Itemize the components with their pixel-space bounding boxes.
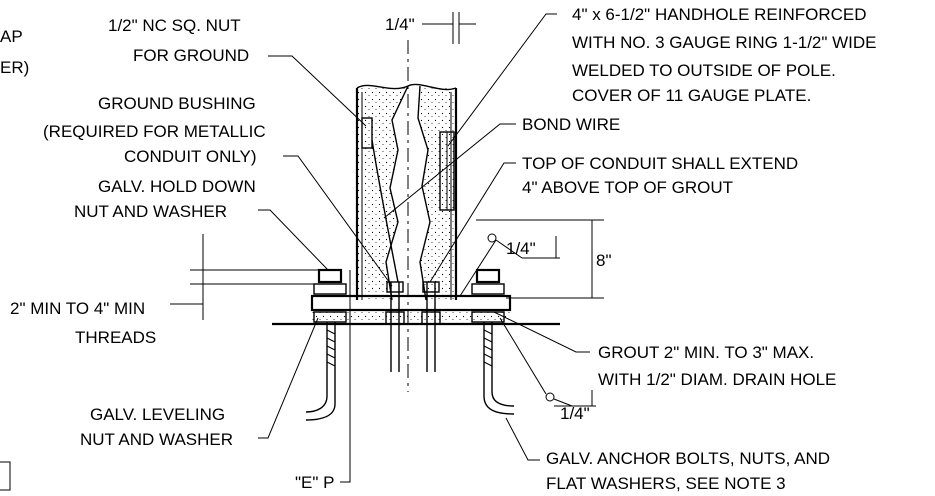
- hold-down-label-1: GALV. HOLD DOWN: [98, 177, 256, 196]
- cut-label-top-left-1: AP: [0, 27, 23, 46]
- ground-square-nut: [361, 117, 373, 149]
- hold-down-label-2: NUT AND WASHER: [74, 202, 227, 221]
- eight-inch-label: 8": [596, 251, 612, 270]
- threads-label-1: 2" MIN TO 4" MIN: [10, 299, 145, 318]
- ground-bushing-label-1: GROUND BUSHING: [98, 94, 256, 113]
- anchor-bolt-right: [471, 268, 515, 415]
- labels: AP ER) 1/2" NC SQ. NUT FOR GROUND GROUND…: [0, 5, 877, 493]
- grout-label-1: GROUT 2" MIN. TO 3" MAX.: [598, 343, 814, 362]
- handhole-label-2: WITH NO. 3 GAUGE RING 1-1/2" WIDE: [572, 33, 877, 52]
- leaders: [0, 12, 604, 491]
- e-p-label: "E" P: [295, 473, 334, 492]
- threads-label-2: THREADS: [75, 328, 156, 347]
- weld-upper-label: 1/4": [506, 239, 536, 258]
- anchor-label-1: GALV. ANCHOR BOLTS, NUTS, AND: [546, 449, 830, 468]
- top-dimension-label: 1/4": [385, 15, 415, 34]
- pole: [355, 40, 458, 392]
- bond-wire-label: BOND WIRE: [522, 115, 620, 134]
- grout-pad: [312, 310, 510, 324]
- weld-lower-label: 1/4": [560, 404, 590, 423]
- anchor-label-2: FLAT WASHERS, SEE NOTE 3: [546, 474, 786, 493]
- leveling-label-1: GALV. LEVELING: [90, 405, 225, 424]
- grout-label-2: WITH 1/2" DIAM. DRAIN HOLE: [598, 370, 836, 389]
- base-plate: [310, 294, 512, 312]
- conduit-label-1: TOP OF CONDUIT SHALL EXTEND: [522, 154, 798, 173]
- anchor-bolt-left: [305, 268, 347, 421]
- cut-label-top-left-2: ER): [0, 58, 29, 77]
- ground-bushing: [386, 281, 404, 293]
- conduits: [385, 281, 441, 372]
- leveling-label-2: NUT AND WASHER: [80, 430, 233, 449]
- conduit-label-2: 4" ABOVE TOP OF GROUT: [522, 178, 733, 197]
- handhole-label-1: 4" x 6-1/2" HANDHOLE REINFORCED: [572, 5, 867, 24]
- ground-bushing-label-2: (REQUIRED FOR METALLIC: [43, 122, 266, 141]
- handhole-label-4: COVER OF 11 GAUGE PLATE.: [572, 86, 811, 105]
- sq-nut-label-2: FOR GROUND: [133, 46, 249, 65]
- ground-bushing-label-3: CONDUIT ONLY): [124, 147, 257, 166]
- sq-nut-label-1: 1/2" NC SQ. NUT: [108, 16, 241, 35]
- base-plate-and-grout: [272, 294, 560, 326]
- handhole-label-3: WELDED TO OUTSIDE OF POLE.: [572, 61, 836, 80]
